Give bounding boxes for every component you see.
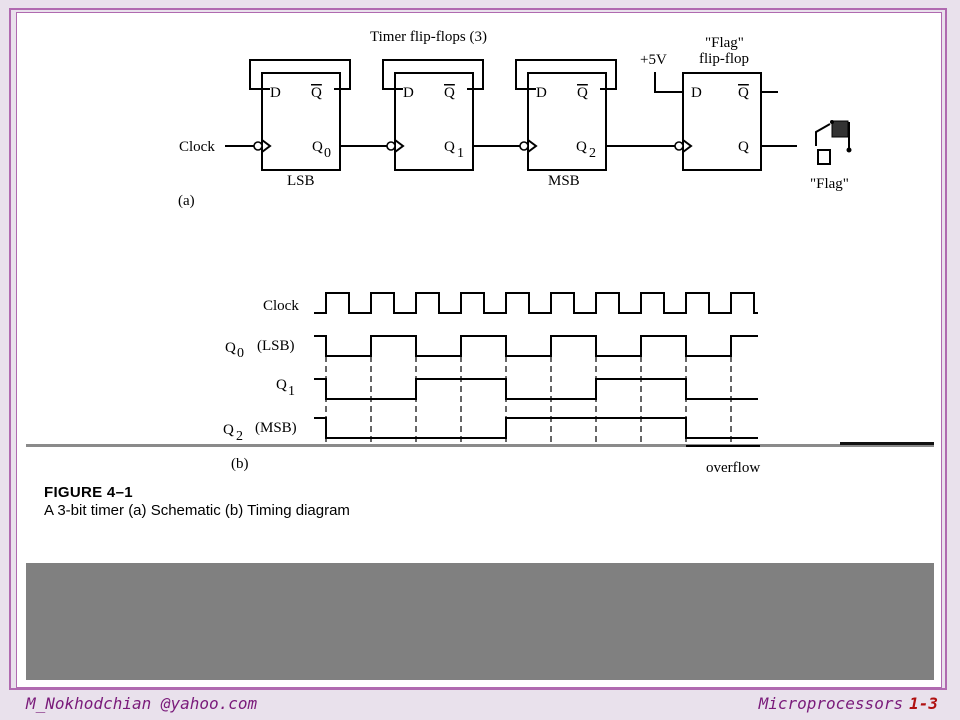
q2-waveform: [314, 417, 758, 439]
ff-mid-box: [394, 72, 474, 171]
caption-title: FIGURE 4–1: [44, 484, 133, 501]
footer-email: M_Nokhodchian @yahoo.com: [26, 694, 258, 713]
ff-q-label-2: Q: [576, 139, 587, 155]
ff-d-label-0: D: [270, 85, 281, 101]
footer-course-name: Microprocessors: [758, 694, 904, 713]
ff-q-label-1: Q: [444, 139, 455, 155]
feedback-loop-2: [515, 59, 617, 90]
supply-label: +5V: [640, 52, 667, 68]
ff-q-sub-2: 2: [589, 146, 596, 161]
timing-q0-suffix: (LSB): [257, 338, 295, 354]
timing-q2-sub: 2: [236, 429, 243, 444]
timing-q2-suffix: (MSB): [255, 420, 297, 436]
flag-symbol-cloth: [831, 120, 849, 138]
figure-cut-strip: [26, 444, 934, 457]
gray-band: [26, 563, 934, 680]
flag-symbol-base: [817, 149, 831, 165]
ff-qbar-label-0: Q: [311, 85, 322, 101]
clk-triangle-3: [682, 139, 693, 153]
clock-waveform: [314, 292, 758, 314]
timing-clock-label: Clock: [263, 298, 299, 314]
part-a-label: (a): [178, 193, 195, 209]
figure-cut-line-right: [840, 442, 934, 445]
msb-label: MSB: [548, 173, 580, 189]
ff-d-label-1: D: [403, 85, 414, 101]
ff-q-label-0: Q: [312, 139, 323, 155]
caption-text: A 3-bit timer (a) Schematic (b) Timing d…: [44, 502, 350, 519]
ff-q-sub-0: 0: [324, 146, 331, 161]
supply-wire: [654, 72, 683, 93]
ff-flag-box: [682, 72, 762, 171]
timing-q1-sub: 1: [288, 384, 295, 399]
ff-msb-box: [527, 72, 607, 171]
ff-q-label-3: Q: [738, 139, 749, 155]
timing-q1-label: Q: [276, 377, 287, 393]
footer-course: Microprocessors 1-3: [759, 694, 938, 716]
q1-waveform: [314, 378, 758, 400]
ff-qbar-label-1: Q: [444, 85, 455, 101]
clock-label: Clock: [179, 139, 215, 155]
ff-d-label-2: D: [536, 85, 547, 101]
timing-q2-label: Q: [223, 422, 234, 438]
ff-q-sub-1: 1: [457, 146, 464, 161]
timing-q0-label: Q: [225, 340, 236, 356]
flag-ff-title-1: "Flag": [705, 35, 744, 51]
footer-page-number: 1-3: [909, 694, 938, 713]
feedback-loop-0: [249, 59, 351, 90]
q0-waveform: [314, 335, 758, 357]
clk-triangle-2: [527, 139, 538, 153]
ff-qbar-label-3: Q: [738, 85, 749, 101]
figure-caption: FIGURE 4–1 A 3-bit timer (a) Schematic (…: [44, 484, 350, 519]
flag-output-label: "Flag": [810, 176, 849, 192]
clk-triangle-0: [261, 139, 272, 153]
slide-border-outer: [9, 8, 947, 690]
flag-symbol-pole: [815, 123, 831, 146]
clk-triangle-1: [394, 139, 405, 153]
timing-q0-sub: 0: [237, 346, 244, 361]
flag-ff-title-2: flip-flop: [699, 51, 749, 67]
ff-d-label-3: D: [691, 85, 702, 101]
lsb-label: LSB: [287, 173, 315, 189]
timing-dashes: [325, 336, 732, 445]
ff-qbar-label-2: Q: [577, 85, 588, 101]
group-title: Timer flip-flops (3): [370, 29, 487, 45]
feedback-loop-1: [382, 59, 484, 90]
ff-lsb-box: [261, 72, 341, 171]
